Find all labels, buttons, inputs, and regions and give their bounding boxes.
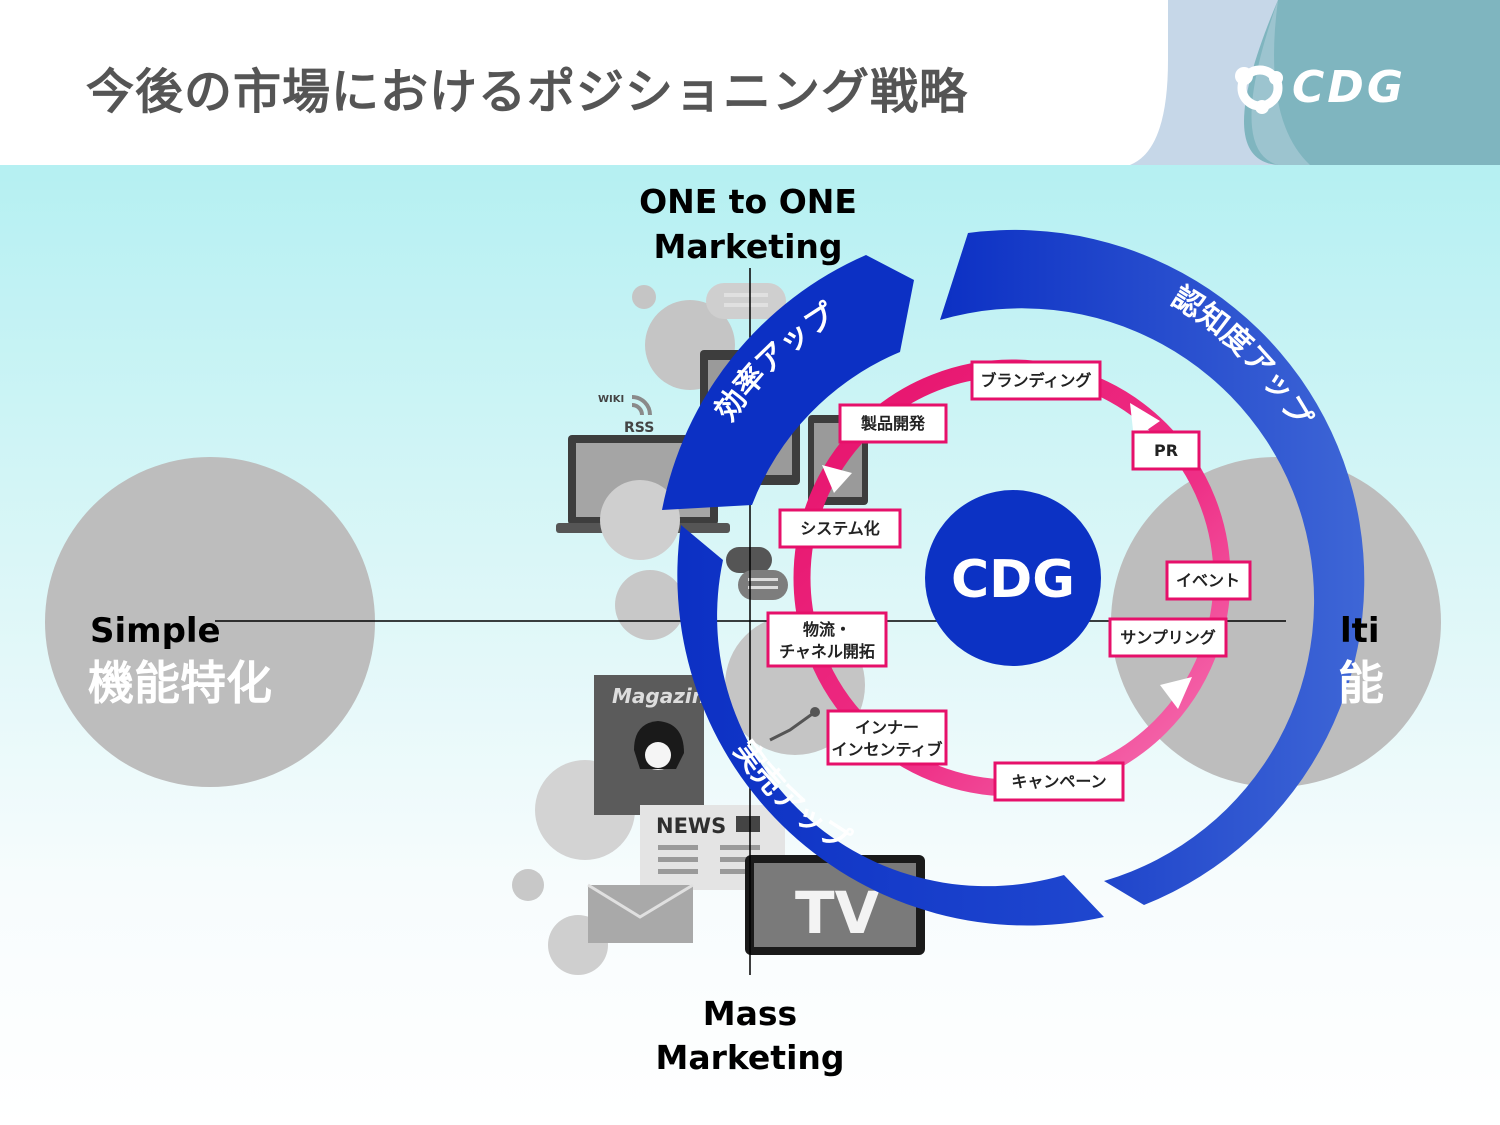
header-corner-decoration [1130,0,1500,165]
svg-text:キャンペーン: キャンペーン [1011,772,1106,791]
cycle-item: サンプリング [1108,617,1228,658]
arc-awareness [940,229,1365,905]
axis-bottom-line2: Marketing [655,1038,844,1077]
cdg-logo: CDG [1232,60,1406,116]
svg-text:イベント: イベント [1176,571,1240,590]
cycle-item: イベント [1165,560,1252,601]
cdg-center-circle [925,490,1101,666]
outer-cycle-arcs [662,229,1365,926]
axis-left-en: Simple [90,611,221,651]
positioning-diagram: WIKI RSS Magazine NEWS [45,182,1441,1077]
axis-right-en: lti [1340,611,1380,651]
cdg-center-label: CDG [951,550,1075,610]
news-icon: NEWS [656,814,726,838]
axis-right-jp: 能 [1338,656,1384,710]
svg-text:チャネル開拓: チャネル開拓 [779,642,875,661]
header: 今後の市場におけるポジショニング戦略 CDG [0,0,1500,165]
arc-efficiency [662,255,914,510]
rss-icon: RSS [624,420,654,436]
cycle-item: PR [1131,430,1201,471]
svg-text:システム化: システム化 [800,519,880,538]
arc-sales [677,525,1104,926]
cycle-item: システム化 [778,508,902,549]
cycle-item: インナー インセンティブ [826,709,948,766]
svg-text:ブランディング: ブランディング [981,371,1092,390]
logo-text: CDG [1292,62,1406,113]
page-title: 今後の市場におけるポジショニング戦略 [86,64,969,120]
diagram-area: WIKI RSS Magazine NEWS [0,165,1500,1125]
svg-text:製品開発: 製品開発 [860,414,926,433]
simple-bubble [45,457,375,787]
cycle-item: ブランディング [970,360,1102,401]
svg-text:サンプリング: サンプリング [1120,628,1216,647]
svg-text:インセンティブ: インセンティブ [831,740,942,759]
axis-left-jp: 機能特化 [88,656,272,710]
svg-text:物流・: 物流・ [803,620,851,639]
axis-bottom-line1: Mass [703,994,797,1033]
cycle-item: 製品開発 [838,403,948,444]
svg-text:インナー: インナー [855,718,919,737]
cycle-item: 物流・ チャネル開拓 [766,611,888,668]
axis-top-line2: Marketing [653,227,842,266]
logo-mark-icon [1235,65,1283,114]
axis-top-line1: ONE to ONE [639,182,857,221]
wiki-icon: WIKI [598,394,624,405]
svg-text:PR: PR [1154,441,1178,460]
cycle-item: キャンペーン [993,761,1125,802]
tv-icon: TV [795,879,880,947]
